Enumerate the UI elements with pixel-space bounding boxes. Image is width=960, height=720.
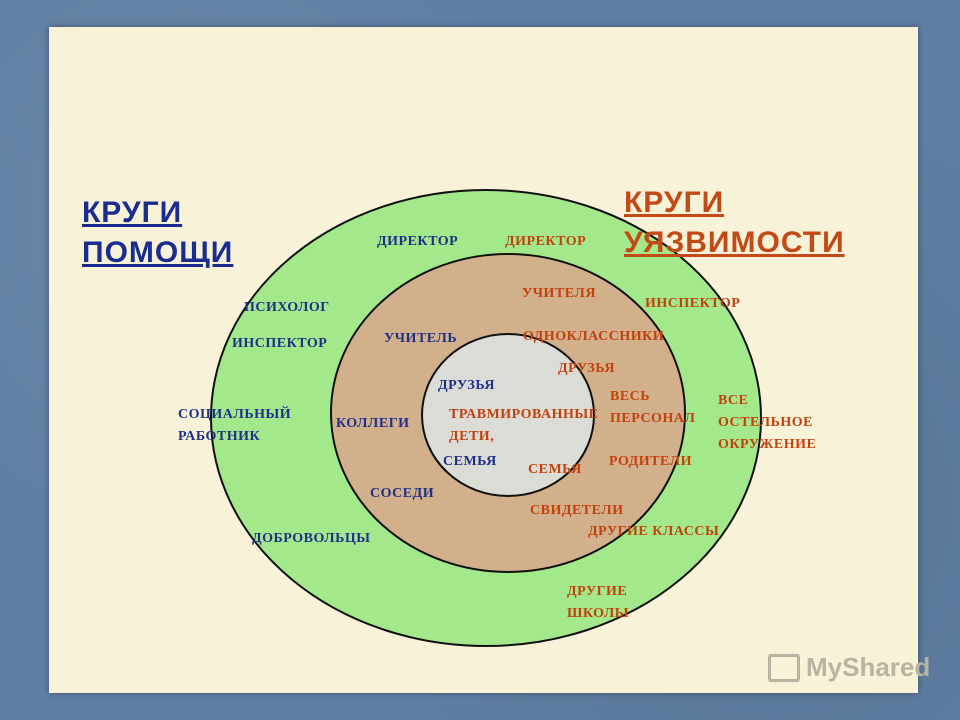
- vuln-other-schools-line-1: ДРУГИЕ: [567, 584, 628, 599]
- title-vulnerability-circles: КРУГИ УЯЗВИМОСТИ: [624, 183, 845, 263]
- concentric-circles: [210, 189, 762, 647]
- help-volunteers: ДОБРОВОЛЬЦЫ: [252, 531, 371, 546]
- vuln-inspector: ИНСПЕКТОР: [645, 296, 741, 311]
- vuln-other-classes: ДРУГИЕ КЛАССЫ: [588, 524, 720, 539]
- vuln-all-surroundings-line-1: ВСЕ: [718, 393, 749, 408]
- help-inspector: ИНСПЕКТОР: [232, 336, 328, 351]
- vuln-traumatized-children-line-2: ДЕТИ,: [449, 429, 495, 444]
- help-social-worker-line-1: СОЦИАЛЬНЫЙ: [178, 407, 292, 422]
- title-help-circles: КРУГИ ПОМОЩИ: [82, 193, 233, 273]
- vuln-traumatized-children: ТРАВМИРОВАННЫЕ ДЕТИ,: [449, 404, 598, 448]
- help-social-worker: СОЦИАЛЬНЫЙ РАБОТНИК: [178, 404, 291, 448]
- vuln-friends: ДРУЗЬЯ: [558, 361, 615, 376]
- vuln-all-staff-line-2: ПЕРСОНАЛ: [610, 411, 696, 426]
- watermark-icon: [768, 653, 800, 682]
- vuln-parents: РОДИТЕЛИ: [609, 454, 692, 469]
- vuln-all-staff: ВЕСЬ ПЕРСОНАЛ: [610, 386, 695, 430]
- vuln-family: СЕМЬЯ: [528, 462, 582, 477]
- help-colleagues: КОЛЛЕГИ: [336, 416, 410, 431]
- help-teacher: УЧИТЕЛЬ: [384, 331, 458, 346]
- title-vuln-line-2: УЯЗВИМОСТИ: [624, 226, 845, 259]
- vuln-witnesses: СВИДЕТЕЛИ: [530, 503, 624, 518]
- title-help-line-2: ПОМОЩИ: [82, 236, 234, 269]
- vuln-teachers: УЧИТЕЛЯ: [522, 286, 596, 301]
- vuln-other-schools-line-2: ШКОЛЫ: [567, 606, 630, 621]
- help-friends: ДРУЗЬЯ: [438, 378, 495, 393]
- help-director: ДИРЕКТОР: [377, 234, 459, 249]
- help-family: СЕМЬЯ: [443, 454, 497, 469]
- title-vuln-line-1: КРУГИ: [624, 186, 725, 219]
- vuln-other-schools: ДРУГИЕ ШКОЛЫ: [567, 581, 629, 625]
- help-neighbors: СОСЕДИ: [370, 486, 435, 501]
- vuln-classmates: ОДНОКЛАССНИКИ: [523, 329, 665, 344]
- slide: [49, 27, 918, 693]
- vuln-director: ДИРЕКТОР: [505, 234, 587, 249]
- title-help-line-1: КРУГИ: [82, 196, 183, 229]
- help-psychologist: ПСИХОЛОГ: [244, 300, 330, 315]
- vuln-all-surroundings-line-2: ОСТЕЛЬНОЕ: [718, 415, 813, 430]
- vuln-traumatized-children-line-1: ТРАВМИРОВАННЫЕ: [449, 407, 599, 422]
- help-social-worker-line-2: РАБОТНИК: [178, 429, 261, 444]
- vuln-all-surroundings-line-3: ОКРУЖЕНИЕ: [718, 437, 817, 452]
- vuln-all-surroundings: ВСЕ ОСТЕЛЬНОЕ ОКРУЖЕНИЕ: [718, 390, 816, 456]
- watermark-logo: MyShared: [768, 652, 930, 683]
- vuln-all-staff-line-1: ВЕСЬ: [610, 389, 651, 404]
- inner-circle: [421, 333, 595, 497]
- watermark-text: MyShared: [806, 652, 931, 682]
